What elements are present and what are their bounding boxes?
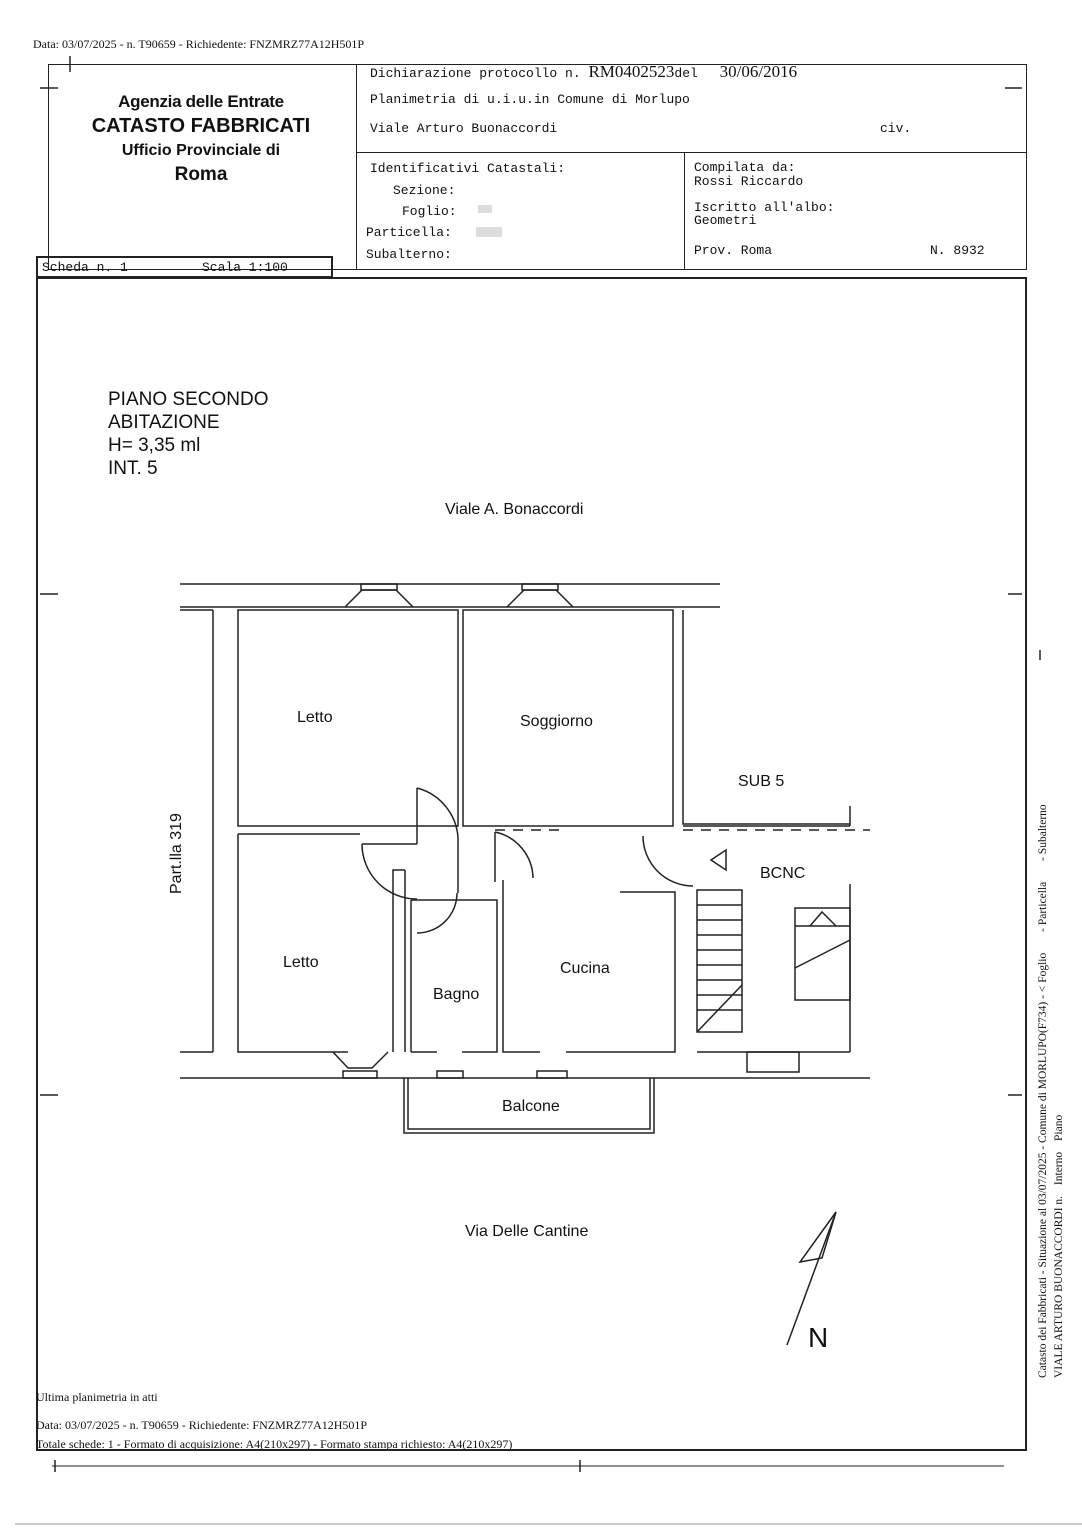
room-bagno	[411, 899, 498, 1053]
header-divider-vertical	[356, 64, 357, 270]
top-meta-line: Data: 03/07/2025 - n. T90659 - Richieden…	[33, 37, 365, 51]
foglio-redacted	[478, 205, 492, 213]
window-top-1	[344, 589, 414, 608]
footer-ultima: Ultima planimetria in atti	[36, 1390, 158, 1404]
room-label-soggiorno: Soggiorno	[520, 713, 593, 730]
side-text-1: Catasto dei Fabbricati - Situazione al 0…	[1037, 804, 1049, 1378]
side-text-1a: Catasto dei Fabbricati - Situazione al 0…	[1037, 952, 1049, 1378]
protocol-line: Dichiarazione protocollo n. RM0402523del…	[370, 62, 797, 82]
iscrizione-number: N. 8932	[930, 243, 985, 258]
north-label: N	[808, 1322, 829, 1353]
subalterno-label: Subalterno:	[366, 247, 452, 262]
room-label-letto-1: Letto	[297, 709, 333, 726]
use-label: ABITAZIONE	[108, 412, 220, 433]
particella-redacted	[476, 227, 502, 237]
iscritto-label: Iscritto all'albo:	[694, 200, 835, 215]
civ-label: civ.	[880, 121, 912, 136]
window-top-1-frame	[360, 583, 398, 591]
stairs-left	[696, 889, 743, 1033]
door-arc-5	[642, 835, 694, 887]
scheda-label: Scheda n. 1	[42, 260, 128, 275]
catasto-title: CATASTO FABBRICATI	[91, 115, 311, 137]
window-top-2-frame	[521, 583, 559, 591]
balcone-outline	[403, 1078, 655, 1134]
ufficio-label: Ufficio Provinciale di	[121, 142, 281, 159]
footer-totale: Totale schede: 1 - Formato di acquisizio…	[36, 1437, 513, 1451]
room-label-bagno: Bagno	[433, 986, 480, 1003]
room-soggiorno	[462, 609, 674, 827]
protocol-number: RM0402523	[588, 62, 675, 81]
window-top-2	[506, 589, 574, 608]
room-label-cucina: Cucina	[560, 960, 610, 977]
side-text-2b: Interno	[1053, 1151, 1065, 1186]
floor-label: PIANO SECONDO	[108, 389, 269, 410]
albo-value: Geometri	[694, 213, 757, 228]
protocol-date: 30/06/2016	[719, 62, 798, 81]
foglio-label: Foglio:	[402, 204, 457, 219]
header-box	[48, 64, 1027, 270]
door-arc-2	[416, 787, 459, 845]
plan-frame	[36, 277, 1027, 1451]
part-side-label: Part.lla 319	[168, 813, 185, 894]
footer-data: Data: 03/07/2025 - n. T90659 - Richieden…	[36, 1418, 368, 1432]
identificativi-label: Identificativi Catastali:	[370, 161, 566, 176]
compilatore-name: Rossi Riccardo	[694, 174, 804, 189]
scala-label: Scala 1:100	[202, 260, 288, 275]
room-letto-1	[237, 609, 459, 827]
door-arc-4	[494, 831, 534, 879]
protocol-del: del	[674, 66, 698, 81]
prov-label: Prov. Roma	[694, 243, 773, 258]
north-arrow-line	[786, 1211, 837, 1346]
plan-notes: PIANO SECONDO ABITAZIONE H= 3,35 ml INT.…	[108, 388, 268, 480]
header-divider-vertical-2	[684, 152, 685, 270]
room-label-letto-2: Letto	[283, 954, 319, 971]
room-label-sub5: SUB 5	[738, 773, 785, 790]
north-arrow-head	[798, 1211, 837, 1264]
protocol-label: Dichiarazione protocollo n.	[370, 66, 581, 81]
street-bottom-label: Via Delle Cantine	[465, 1223, 589, 1240]
side-text-1c: - Subalterno	[1037, 804, 1049, 861]
sezione-label: Sezione:	[393, 183, 456, 198]
planimetria-line: Planimetria di u.i.u.in Comune di Morlup…	[370, 92, 690, 107]
room-label-balcone: Balcone	[502, 1098, 560, 1115]
interno-label: INT. 5	[108, 458, 158, 479]
side-text-2c: Piano	[1053, 1114, 1065, 1141]
street-top-label: Viale A. Bonaccordi	[445, 501, 584, 518]
compilata-label: Compilata da:	[694, 160, 796, 175]
particella-label: Particella:	[366, 225, 452, 240]
agency-name: Agenzia delle Entrate	[118, 92, 284, 111]
header-divider-horizontal	[356, 152, 1027, 153]
side-text-1b: - Particella	[1037, 881, 1049, 932]
side-text-2: VIALE ARTURO BUONACCORDI n. Interno Pian…	[1053, 1115, 1065, 1378]
height-label: H= 3,35 ml	[108, 435, 201, 456]
sub5-wall	[682, 610, 850, 825]
room-label-bcnc: BCNC	[760, 865, 806, 882]
side-text-2a: VIALE ARTURO BUONACCORDI n.	[1053, 1195, 1065, 1378]
agency-block: Agenzia delle Entrate CATASTO FABBRICATI…	[70, 92, 332, 186]
door-arc-3	[416, 892, 458, 934]
room-cucina	[502, 880, 540, 1053]
room-letto-2	[237, 834, 348, 1053]
address-line: Viale Arturo Buonaccordi	[370, 121, 558, 136]
door-arc-1	[361, 843, 418, 900]
ufficio-city: Roma	[174, 164, 228, 185]
arrow-marker	[709, 848, 727, 872]
